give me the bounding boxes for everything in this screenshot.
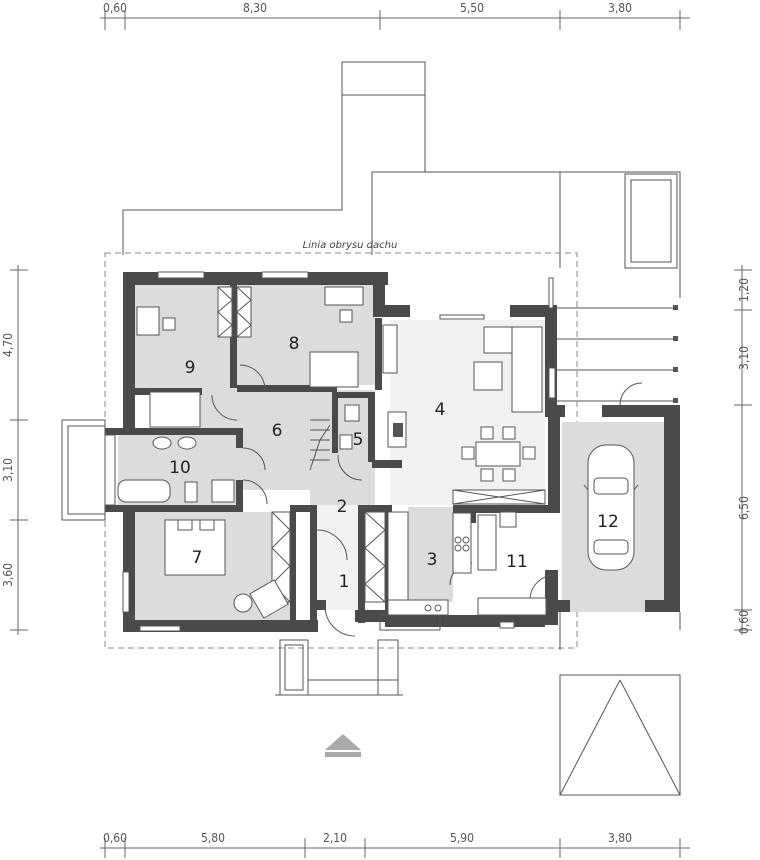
direction-arrow-icon [325,734,361,757]
dim-right-2: 6,50 [737,496,751,520]
dimension-right: 1,20 3,10 6,50 0,60 [734,265,752,635]
dim-right-3: 0,60 [737,610,751,634]
pergola [555,305,678,403]
dimension-top: 0,60 8,30 5,50 3,80 [100,1,690,30]
floors [118,285,664,620]
driveway [559,612,681,796]
room-label-8: 8 [289,334,300,354]
room-label-2: 2 [337,497,348,517]
dim-left-0: 4,70 [1,333,15,357]
dim-left-1: 3,10 [1,458,15,482]
room-label-4: 4 [435,400,446,420]
dim-left-2: 3,60 [1,563,15,587]
room-label-6: 6 [272,421,283,441]
terrace-outline [122,61,681,298]
room-label-12: 12 [597,512,619,532]
dim-bottom-3: 5,90 [450,831,474,845]
windows [104,271,556,632]
dim-bottom-1: 5,80 [201,831,225,845]
room-label-1: 1 [339,572,350,592]
dim-top-3: 3,80 [608,1,632,15]
room-label-3: 3 [427,550,438,570]
room-label-5: 5 [353,430,364,450]
dim-bottom-0: 0,60 [103,831,127,845]
car-icon [583,444,639,571]
room-labels: 1 2 3 4 5 6 7 8 9 10 11 12 [169,334,619,592]
furniture [117,286,639,619]
dimension-left: 4,70 3,10 3,60 [1,265,28,635]
dimension-bottom: 0,60 5,80 2,10 5,90 3,80 [100,831,690,858]
dim-top-2: 5,50 [460,1,484,15]
doors [211,364,643,637]
room-label-9: 9 [185,358,196,378]
dim-bottom-4: 3,80 [608,831,632,845]
roof-outline [104,252,578,649]
room-label-10: 10 [169,458,191,478]
dim-right-1: 3,10 [737,346,751,370]
room-label-7: 7 [192,548,203,568]
dim-bottom-2: 2,10 [323,831,347,845]
dim-top-0: 0,60 [103,1,127,15]
room-label-11: 11 [506,552,528,572]
dim-right-0: 1,20 [737,278,751,302]
dim-top-1: 8,30 [243,1,267,15]
entrance [275,614,441,696]
roof-outline-label: Linia obrysu dachu [303,240,398,251]
